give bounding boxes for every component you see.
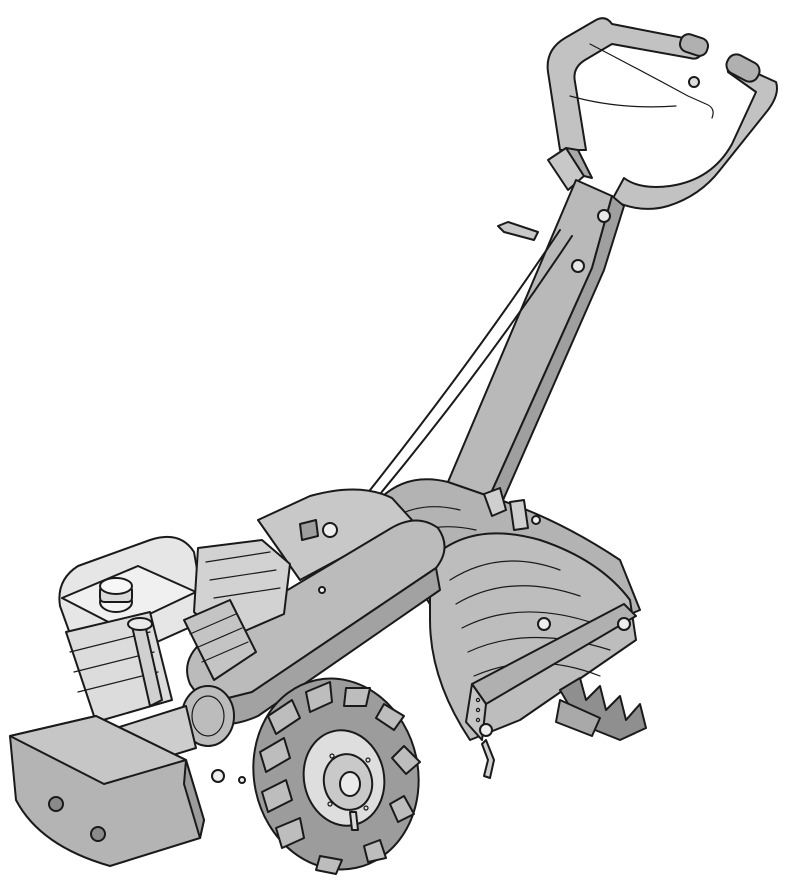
handle-tube <box>419 179 625 561</box>
engine <box>58 536 291 771</box>
wheel <box>252 677 421 875</box>
front-bumper <box>9 715 205 867</box>
tines <box>555 677 647 741</box>
handlebar <box>546 17 778 210</box>
transmission-case <box>181 488 446 784</box>
tire-tread <box>259 681 421 875</box>
depth-flap <box>465 603 637 779</box>
